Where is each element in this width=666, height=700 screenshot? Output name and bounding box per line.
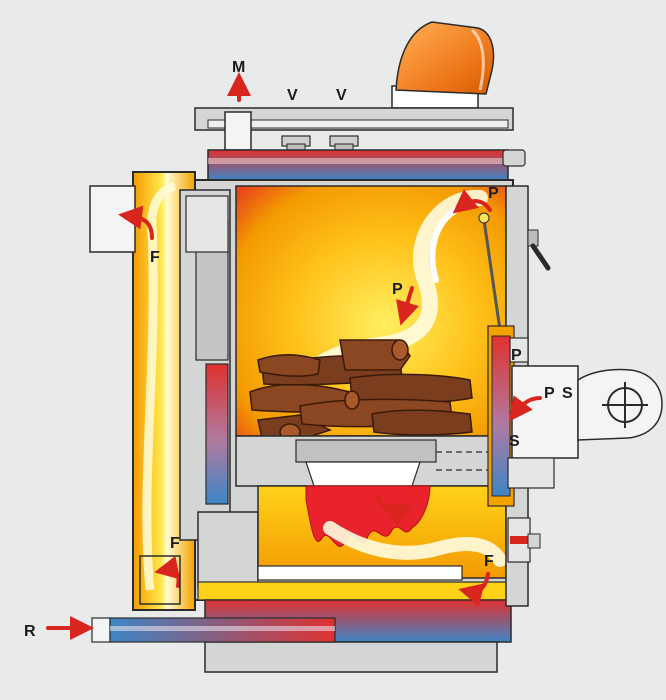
label-f-upper: F: [150, 249, 160, 266]
arrow-p-top: [452, 189, 492, 214]
lower-flue-box: [139, 555, 181, 605]
fuel-hopper: [391, 21, 495, 109]
label-p-top: P: [488, 185, 499, 202]
lever-handle-icon: [527, 229, 551, 271]
label-v2: V: [336, 87, 347, 104]
label-f-lower-right: F: [484, 553, 494, 570]
label-r: R: [24, 623, 36, 640]
flue-outlet-stub: [224, 111, 252, 151]
return-pipe: [91, 617, 336, 643]
arrow-p-mid: [396, 286, 419, 326]
lower-chamber: [257, 485, 507, 581]
firewood-logs: [249, 339, 473, 441]
top-water-jacket: [207, 149, 526, 181]
arrow-f-upper: [118, 205, 154, 240]
label-m: M: [232, 59, 245, 76]
fan-icon: [577, 368, 663, 441]
label-p-mid: P: [392, 281, 403, 298]
label-v1: V: [287, 87, 298, 104]
top-casing: [194, 107, 514, 151]
flow-arrows: [46, 72, 542, 640]
exhaust-pipe: [89, 185, 136, 253]
label-p-right: P: [511, 347, 522, 364]
label-ps-s: S: [562, 385, 573, 402]
arrow-flame: [376, 496, 413, 527]
arrow-ps: [508, 395, 542, 422]
label-f-lower-left: F: [170, 535, 180, 552]
left-water-column: [205, 363, 229, 505]
arrow-f-lower-right: [458, 572, 490, 607]
label-ps-p: P: [544, 385, 555, 402]
label-s-lower: S: [509, 433, 520, 450]
grate: [235, 435, 500, 487]
arrow-f-lower-left: [154, 555, 181, 588]
